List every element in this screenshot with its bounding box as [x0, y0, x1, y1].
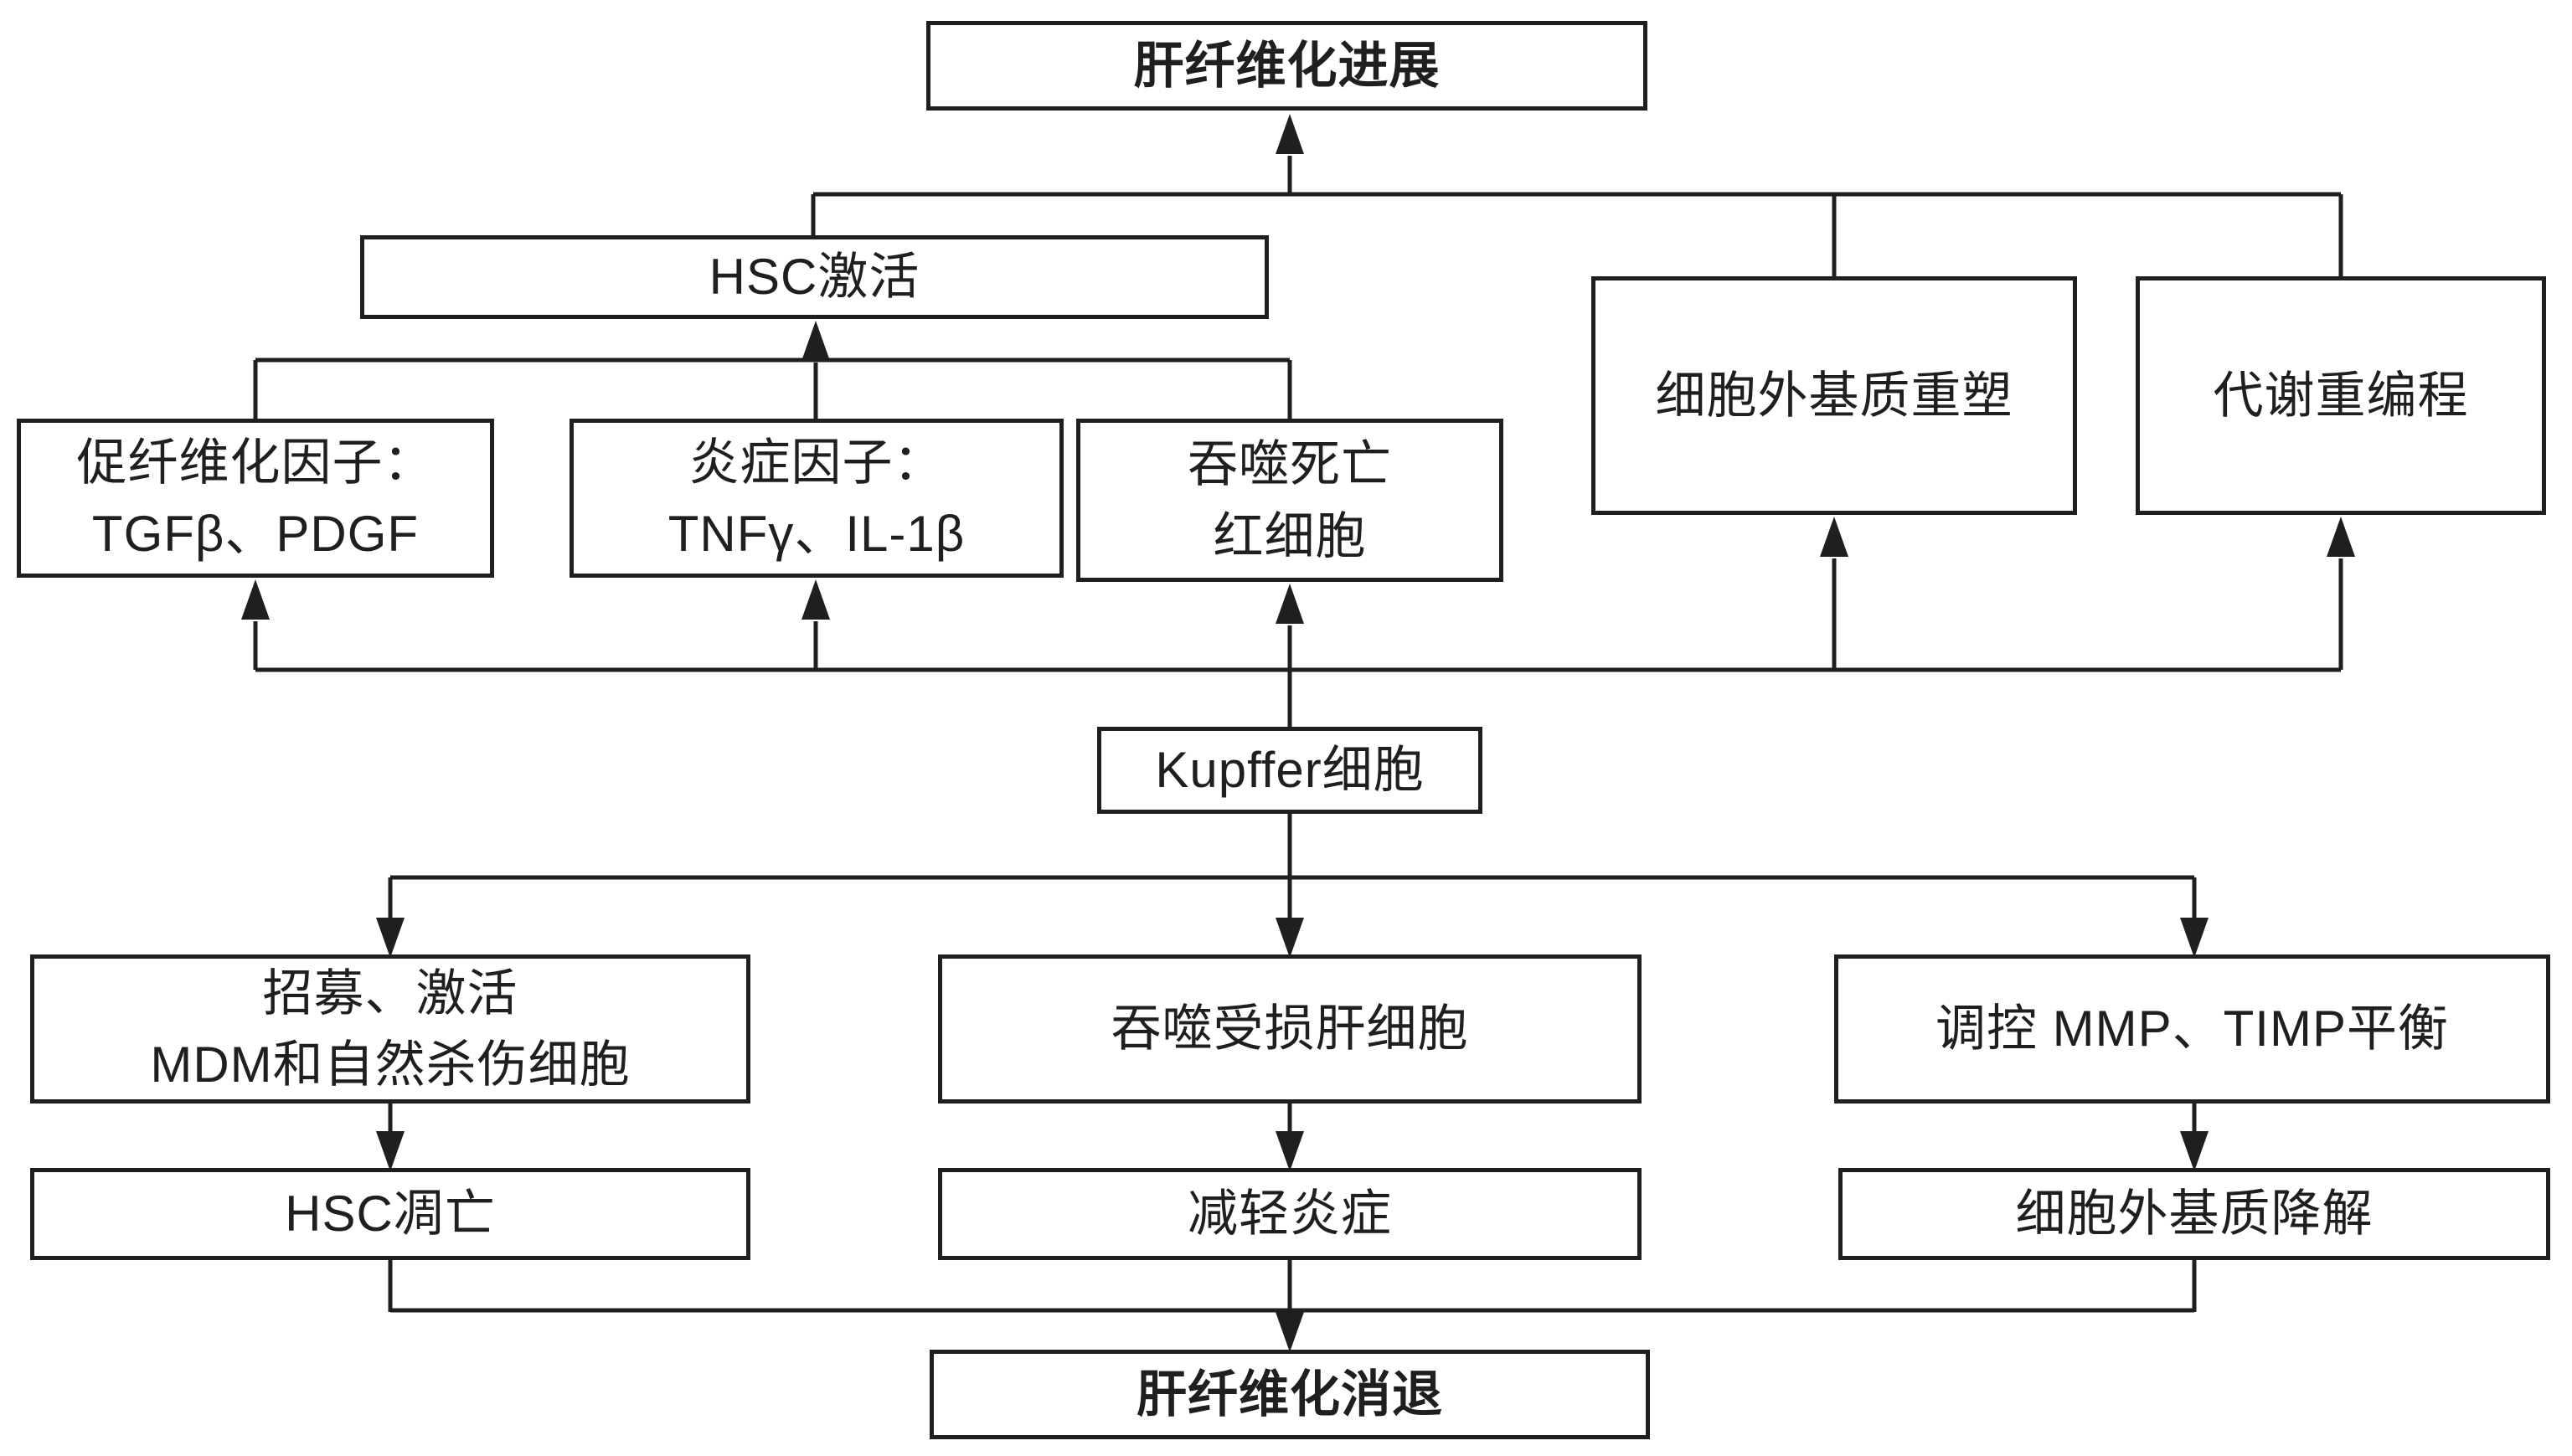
- node-reduce-inflammation: 减轻炎症: [938, 1168, 1642, 1260]
- node-label: 促纤维化因子： TGFβ、PDGF: [76, 434, 435, 562]
- arrowhead-up-icon: [1820, 517, 1848, 557]
- arrowhead-up-icon: [801, 321, 830, 361]
- node-hsc-activation: HSC激活: [360, 235, 1269, 319]
- node-label: Kupffer细胞: [1155, 742, 1425, 799]
- node-label: 炎症因子： TNFγ、IL-1β: [667, 434, 966, 562]
- arrowhead-up-icon: [1276, 114, 1304, 154]
- node-fibrosis-regression: 肝纤维化消退: [930, 1350, 1650, 1439]
- arrowhead-up-icon: [1276, 584, 1304, 624]
- node-label: 吞噬受损肝细胞: [1111, 1001, 1469, 1057]
- node-recruit-activate-mdm-nk: 招募、激活 MDM和自然杀伤细胞: [30, 954, 750, 1104]
- connector-merge-to-regression: [388, 1257, 2197, 1352]
- node-ecm-remodeling: 细胞外基质重塑: [1591, 276, 2077, 515]
- arrowhead-down-icon: [2180, 1131, 2209, 1171]
- arrowhead-down-icon: [1276, 918, 1304, 958]
- connector-kupffer-up-bus: [241, 517, 2355, 730]
- arrowhead-down-icon: [1276, 1131, 1304, 1171]
- node-label: 代谢重编程: [2213, 367, 2469, 424]
- node-profibrotic-factors: 促纤维化因子： TGFβ、PDGF: [17, 419, 494, 578]
- node-label: 招募、激活 MDM和自然杀伤细胞: [150, 965, 631, 1093]
- arrowhead-up-icon: [241, 579, 270, 620]
- arrowhead-down-icon: [1276, 1312, 1304, 1352]
- node-label: 减轻炎症: [1188, 1186, 1392, 1242]
- node-label: 调控 MMP、TIMP平衡: [1935, 1001, 2449, 1057]
- node-regulate-mmp-timp-balance: 调控 MMP、TIMP平衡: [1834, 954, 2550, 1104]
- connector-top-bus: [811, 114, 2343, 280]
- node-label: 肝纤维化进展: [1133, 37, 1441, 94]
- arrowhead-down-icon: [2180, 918, 2209, 958]
- arrowhead-up-icon: [801, 579, 830, 620]
- node-label: HSC凋亡: [285, 1186, 496, 1242]
- node-ecm-degradation: 细胞外基质降解: [1838, 1168, 2550, 1260]
- node-phagocytose-dead-rbc: 吞噬死亡 红细胞: [1076, 419, 1503, 582]
- node-label: HSC激活: [709, 249, 920, 306]
- arrowhead-up-icon: [2327, 517, 2355, 557]
- node-fibrosis-progression: 肝纤维化进展: [926, 21, 1647, 111]
- connector-factors-to-hsc-activation: [253, 321, 1292, 423]
- node-inflammatory-factors: 炎症因子： TNFγ、IL-1β: [570, 419, 1064, 578]
- node-label: 细胞外基质降解: [2015, 1186, 2374, 1242]
- node-metabolic-reprogramming: 代谢重编程: [2136, 276, 2546, 515]
- connector-kupffer-down-bus: [376, 810, 2209, 958]
- arrowhead-down-icon: [376, 918, 405, 958]
- node-kupffer-cell: Kupffer细胞: [1097, 727, 1482, 814]
- node-label: 细胞外基质重塑: [1655, 367, 2013, 424]
- node-phagocytose-damaged-hepatocytes: 吞噬受损肝细胞: [938, 954, 1642, 1104]
- node-label: 吞噬死亡 红细胞: [1188, 436, 1392, 564]
- node-label: 肝纤维化消退: [1137, 1366, 1443, 1423]
- node-hsc-apoptosis: HSC凋亡: [30, 1168, 750, 1260]
- arrowhead-down-icon: [376, 1131, 405, 1171]
- connector-effects-to-outcomes: [376, 1100, 2209, 1171]
